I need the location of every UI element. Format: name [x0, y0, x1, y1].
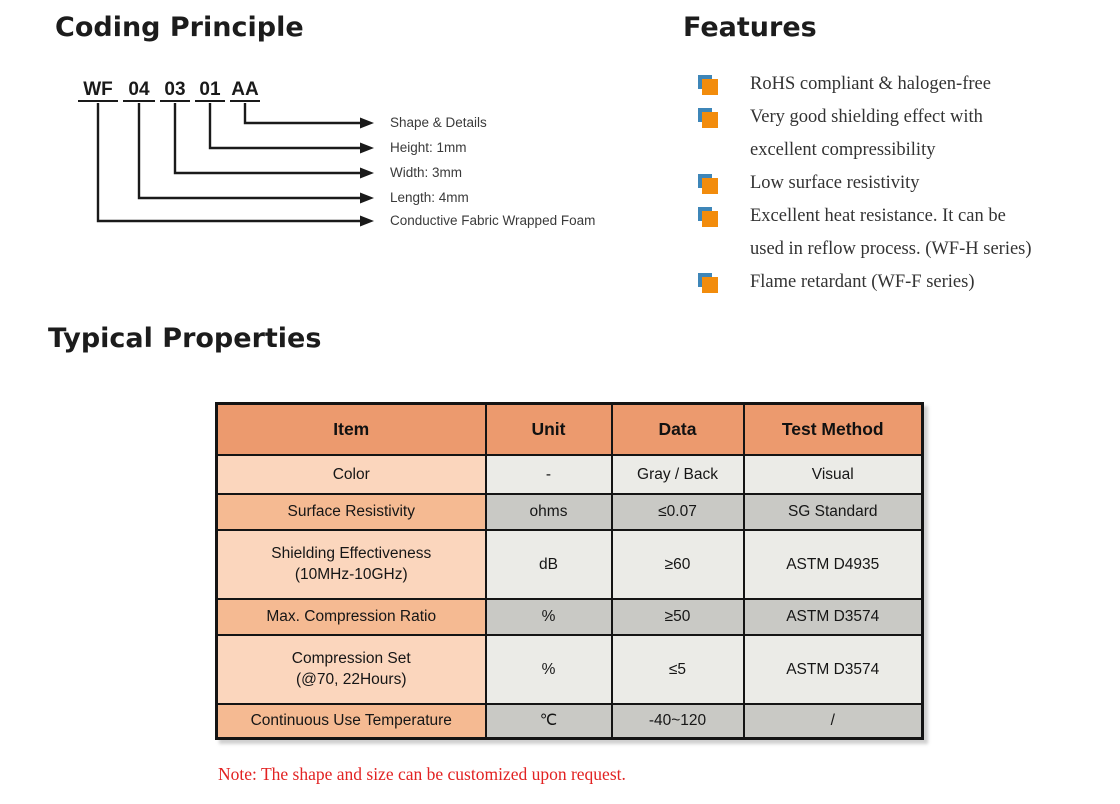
- cell-test-method: SG Standard: [742, 492, 924, 531]
- feature-text: Very good shielding effect with excellen…: [750, 107, 983, 160]
- arrow-right-icon: [360, 117, 374, 129]
- code-segment-width: 03: [160, 79, 190, 102]
- square-bullet-icon: [698, 75, 718, 95]
- column-header-data: Data: [610, 402, 745, 456]
- table-row: Max. Compression Ratio % ≥50 ASTM D3574: [215, 597, 924, 636]
- cell-item: Surface Resistivity: [215, 492, 487, 531]
- typical-properties-title: Typical Properties: [48, 323, 322, 354]
- square-bullet-icon: [698, 207, 718, 227]
- table-row: Shielding Effectiveness (10MHz-10GHz) dB…: [215, 528, 924, 600]
- cell-data: Gray / Back: [610, 453, 745, 495]
- coding-principle-title: Coding Principle: [55, 12, 304, 43]
- diagram-label-height: Height: 1mm: [390, 140, 467, 155]
- cell-test-method: /: [742, 702, 924, 740]
- code-segment-wf: WF: [78, 79, 118, 102]
- cell-unit: %: [484, 633, 613, 705]
- arrow-right-icon: [360, 167, 374, 179]
- typical-properties-table: Item Unit Data Test Method Color - Gray …: [215, 402, 924, 740]
- table-row: Surface Resistivity ohms ≤0.07 SG Standa…: [215, 492, 924, 531]
- cell-test-method: ASTM D3574: [742, 597, 924, 636]
- code-segment-shape: AA: [230, 79, 260, 102]
- cell-data: ≤0.07: [610, 492, 745, 531]
- cell-test-method: ASTM D4935: [742, 528, 924, 600]
- code-segment-length: 04: [123, 79, 155, 102]
- cell-item: Compression Set (@70, 22Hours): [215, 633, 487, 705]
- list-item: Flame retardant (WF-F series): [698, 266, 1098, 299]
- cell-data: ≥50: [610, 597, 745, 636]
- list-item: Very good shielding effect with excellen…: [698, 101, 1098, 167]
- feature-text: Flame retardant (WF-F series): [750, 272, 975, 292]
- cell-item: Color: [215, 453, 487, 495]
- cell-item: Continuous Use Temperature: [215, 702, 487, 740]
- arrow-right-icon: [360, 215, 374, 227]
- column-header-item: Item: [215, 402, 487, 456]
- list-item: RoHS compliant & halogen-free: [698, 68, 1098, 101]
- column-header-unit: Unit: [484, 402, 613, 456]
- customization-note: Note: The shape and size can be customiz…: [218, 764, 626, 784]
- features-section: Features: [680, 0, 1120, 310]
- list-item: Low surface resistivity: [698, 167, 1098, 200]
- coding-diagram-lines: [96, 103, 374, 227]
- list-item: Excellent heat resistance. It can be use…: [698, 200, 1098, 266]
- column-header-test-method: Test Method: [742, 402, 924, 456]
- features-title: Features: [683, 12, 817, 43]
- cell-test-method: ASTM D3574: [742, 633, 924, 705]
- cell-item: Shielding Effectiveness (10MHz-10GHz): [215, 528, 487, 600]
- cell-unit: %: [484, 597, 613, 636]
- diagram-label-length: Length: 4mm: [390, 190, 469, 205]
- cell-unit: dB: [484, 528, 613, 600]
- features-list: RoHS compliant & halogen-free Very good …: [698, 68, 1098, 299]
- cell-test-method: Visual: [742, 453, 924, 495]
- arrow-right-icon: [360, 192, 374, 204]
- diagram-label-width: Width: 3mm: [390, 165, 463, 180]
- table-row: Compression Set (@70, 22Hours) % ≤5 ASTM…: [215, 633, 924, 705]
- cell-data: ≤5: [610, 633, 745, 705]
- code-segment-height: 01: [195, 79, 225, 102]
- feature-text: Low surface resistivity: [750, 173, 920, 193]
- table-row: Continuous Use Temperature ℃ -40~120 /: [215, 702, 924, 740]
- feature-text: Excellent heat resistance. It can be use…: [750, 206, 1032, 259]
- cell-unit: -: [484, 453, 613, 495]
- cell-data: ≥60: [610, 528, 745, 600]
- cell-data: -40~120: [610, 702, 745, 740]
- cell-unit: ohms: [484, 492, 613, 531]
- square-bullet-icon: [698, 108, 718, 128]
- arrow-right-icon: [360, 142, 374, 154]
- diagram-label-shape: Shape & Details: [390, 115, 487, 130]
- table-header-row: Item Unit Data Test Method: [215, 402, 924, 456]
- square-bullet-icon: [698, 174, 718, 194]
- cell-unit: ℃: [484, 702, 613, 740]
- feature-text: RoHS compliant & halogen-free: [750, 74, 991, 94]
- coding-principle-section: Coding Principle WF 04 03 01 AA Shape & …: [0, 0, 680, 310]
- square-bullet-icon: [698, 273, 718, 293]
- table-row: Color - Gray / Back Visual: [215, 453, 924, 495]
- cell-item: Max. Compression Ratio: [215, 597, 487, 636]
- diagram-label-material: Conductive Fabric Wrapped Foam: [390, 213, 596, 228]
